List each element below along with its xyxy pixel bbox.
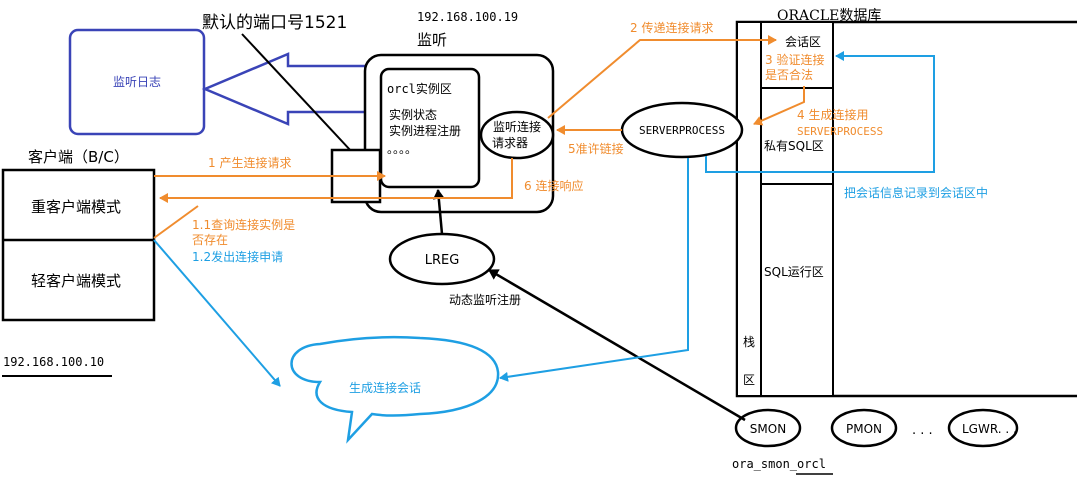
instance-process-reg-label: 实例进程注册 (389, 123, 461, 138)
step6-label: 6 连接响应 (524, 178, 583, 193)
listener-title: 监听 (417, 31, 447, 49)
port-pointer-line (241, 33, 353, 153)
process-ellipsis: . . . (912, 423, 933, 438)
client-box (1, 168, 156, 322)
serverprocess-label: SERVERPROCESS (639, 124, 725, 137)
serverprocess-to-session-arrow (499, 158, 689, 382)
session-area-label: 会话区 (785, 35, 821, 49)
pga-column (760, 21, 834, 397)
listener-log-box (68, 28, 206, 136)
create-session-bubble (290, 336, 500, 444)
step1-1a-label: 1.1查询连接实例是 (192, 217, 295, 232)
record-session-label: 把会话信息记录到会话区中 (844, 185, 988, 200)
default-port-label: 默认的端口号1521 (202, 13, 347, 33)
listener-handler-label-2: 请求器 (492, 136, 528, 150)
step4b-label: SERVERPROCESS (797, 125, 883, 138)
sql-run-label: SQL运行区 (764, 265, 824, 279)
orcl-instance-box (379, 67, 481, 189)
instance-state-label: 实例状态 (389, 107, 437, 122)
client-title: 客户端（B/C） (28, 148, 129, 166)
server-ip: 192.168.100.19 (417, 10, 518, 24)
stack-column (736, 21, 762, 397)
dynamic-reg-label: 动态监听注册 (449, 292, 521, 307)
thin-client-label: 轻客户端模式 (31, 272, 121, 290)
stack-label-1: 栈 (743, 334, 755, 349)
oracle-db-title: ORACLE数据库 (777, 8, 881, 24)
step5-label: 5准许链接 (568, 141, 624, 156)
thick-client-label: 重客户端模式 (31, 198, 121, 216)
step3b-label: 是否合法 (765, 67, 813, 82)
smon-process-name: ora_smon_orcl (732, 457, 826, 471)
step1-label: 1 产生连接请求 (208, 155, 291, 170)
instance-dots: 。。。。 (387, 142, 417, 156)
pmon-ellipse (830, 408, 898, 448)
log-hollow-arrow (201, 52, 365, 126)
listener-handler-label-1: 监听连接 (493, 119, 541, 134)
smon-label: SMON (750, 422, 786, 436)
step2-label: 2 传递连接请求 (630, 20, 713, 35)
lreg-label: LREG (425, 253, 460, 268)
step4-arrow (753, 86, 805, 126)
lgwr-label: LGWR. . . (962, 422, 1017, 436)
step4a-label: 4 生成连接用 (797, 107, 868, 122)
step1-2-label: 1.2发出连接申请 (192, 249, 283, 264)
smon-to-lreg-arrow (488, 268, 746, 422)
listener-handler-ellipse (479, 110, 555, 160)
pmon-label: PMON (846, 422, 882, 436)
step1-1b-label: 否存在 (192, 233, 228, 247)
lgwr-ellipse (947, 408, 1019, 448)
thin-client-connect-line (153, 205, 199, 239)
create-session-label: 生成连接会话 (349, 380, 421, 395)
client-to-session-arrow (153, 239, 281, 387)
record-session-arrow (705, 51, 935, 173)
smon-ellipse (734, 408, 802, 448)
private-sql-label: 私有SQL区 (764, 139, 824, 153)
client-ip: 192.168.100.10 (3, 355, 104, 369)
step3a-label: 3 验证连接 (765, 52, 824, 67)
listener-log-label: 监听日志 (113, 75, 161, 89)
orcl-instance-label: orcl实例区 (387, 81, 452, 96)
stack-label-2: 区 (743, 373, 755, 387)
step6-arrow (159, 158, 513, 203)
step2-arrow (547, 35, 777, 119)
